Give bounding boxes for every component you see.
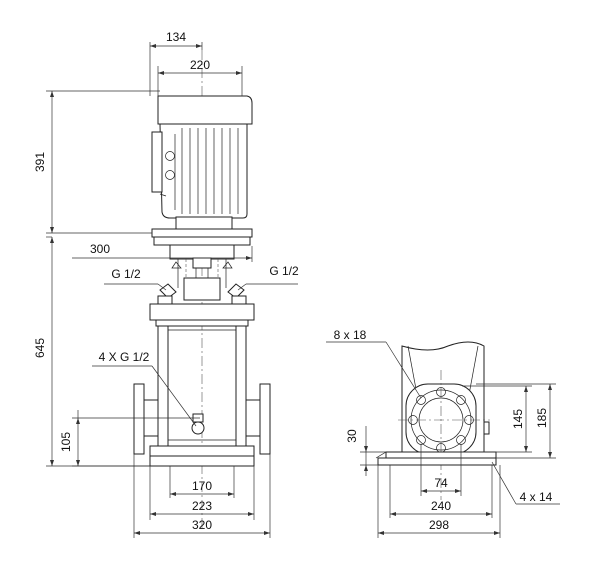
dim-motor-height: 391 xyxy=(33,152,47,172)
bolt-hole xyxy=(456,395,466,405)
motor-cable-gland-lower xyxy=(165,170,175,180)
pump-base xyxy=(149,445,255,467)
dim-base-width: 223 xyxy=(192,499,212,513)
label-port-left: G 1/2 xyxy=(111,267,141,281)
bolt-hole xyxy=(416,395,426,405)
label-port-right: G 1/2 xyxy=(269,264,299,278)
dim-motor-width: 220 xyxy=(190,58,210,72)
front-view: 134 220 391 645 300 G 1/2 G 1/2 xyxy=(33,30,299,538)
dim-base-length: 298 xyxy=(429,518,449,532)
motor xyxy=(151,95,253,230)
label-mount-holes: 4 x 14 xyxy=(520,490,553,504)
dim-coupling-width: 300 xyxy=(90,242,110,256)
motor-cable-gland-upper xyxy=(165,151,175,161)
dim-motor-top: 134 xyxy=(166,30,186,44)
side-base xyxy=(377,457,497,466)
pump-head xyxy=(149,303,255,447)
dim-total-height: 645 xyxy=(33,338,47,358)
dim-bolt-spacing: 74 xyxy=(434,476,448,490)
dim-base-height: 30 xyxy=(345,429,359,443)
drain-plug xyxy=(191,421,205,435)
dim-flange-inner: 145 xyxy=(511,409,525,429)
side-view: 8 x 18 145 185 30 74 240 xyxy=(326,328,560,538)
dim-port-span: 170 xyxy=(192,479,212,493)
dim-pipe-height: 105 xyxy=(59,432,73,452)
dim-mount-span: 240 xyxy=(431,499,451,513)
dim-overall-width: 320 xyxy=(192,518,212,532)
side-base-top xyxy=(385,451,497,459)
motor-stool xyxy=(151,228,253,301)
label-bolt-holes: 8 x 18 xyxy=(334,328,367,342)
dim-flange-outer: 185 xyxy=(535,408,549,428)
label-drain-ports: 4 X G 1/2 xyxy=(99,350,150,364)
